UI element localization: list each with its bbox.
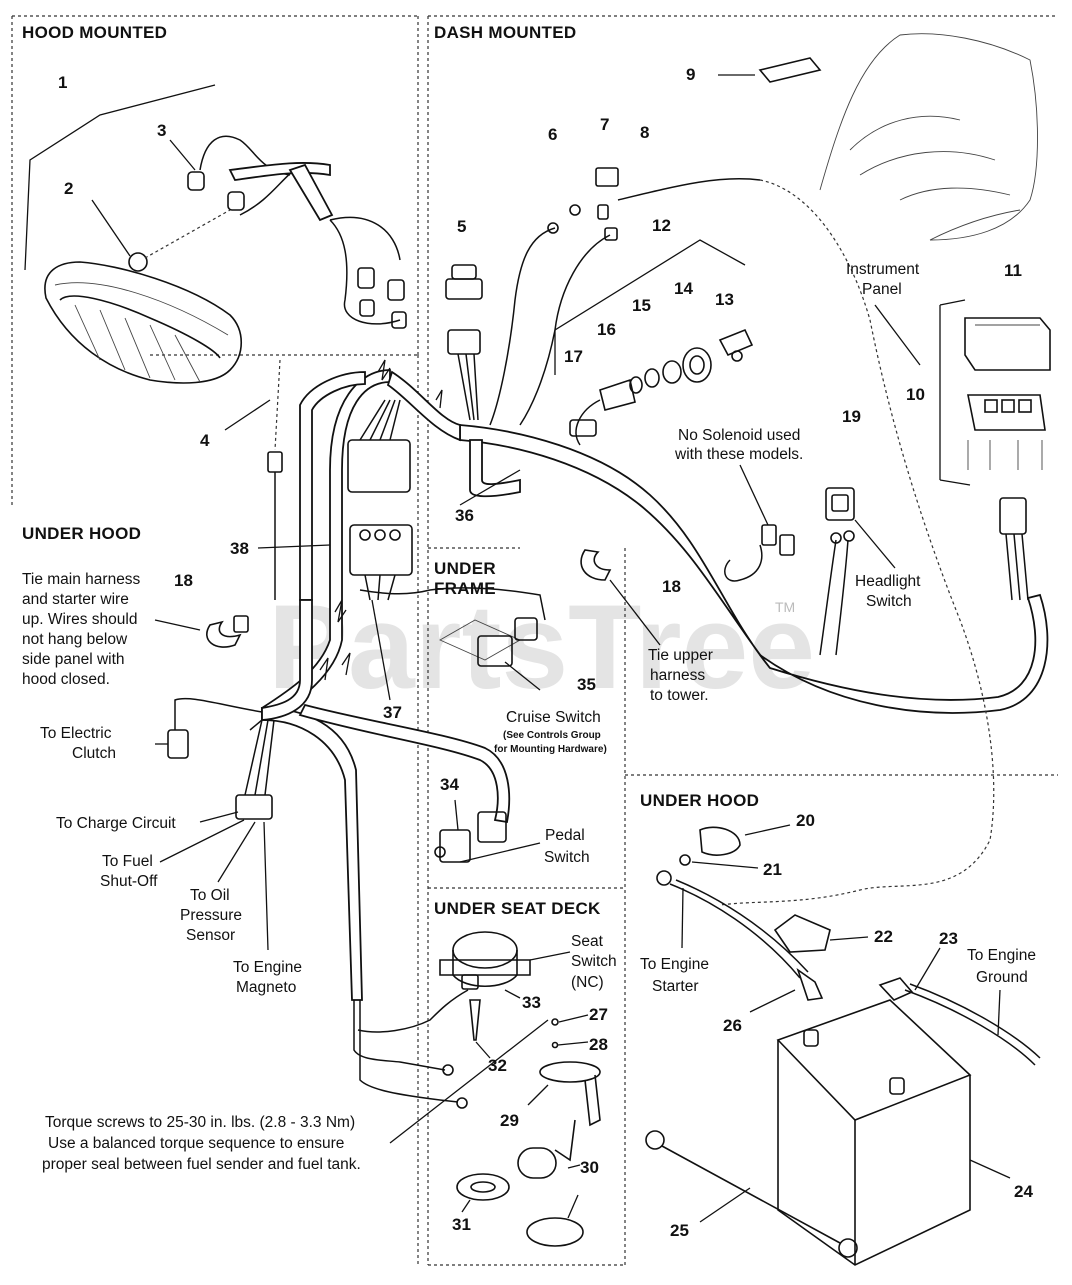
label-pedal-switch-2: Switch bbox=[544, 849, 590, 866]
label-oil-pressure-2: Pressure bbox=[180, 907, 242, 924]
callout-16: 16 bbox=[597, 320, 616, 339]
callout-18-right: 18 bbox=[662, 577, 681, 596]
callout-15: 15 bbox=[632, 296, 651, 315]
callout-36: 36 bbox=[455, 506, 474, 525]
section-under-frame-1: UNDER bbox=[434, 559, 496, 578]
callout-21: 21 bbox=[763, 860, 782, 879]
callout-13: 13 bbox=[715, 290, 734, 309]
label-fuel-shutoff-1: To Fuel bbox=[102, 853, 153, 870]
main-harness bbox=[260, 369, 1049, 1001]
label-engine-ground-1: To Engine bbox=[967, 947, 1036, 964]
callout-28: 28 bbox=[589, 1035, 608, 1054]
label-no-solenoid-2: with these models. bbox=[674, 446, 803, 463]
label-engine-starter-2: Starter bbox=[652, 978, 699, 995]
label-seat-switch-2: Switch bbox=[571, 953, 617, 970]
callout-35: 35 bbox=[577, 675, 596, 694]
label-torque-1: Torque screws to 25-30 in. lbs. (2.8 - 3… bbox=[45, 1114, 355, 1131]
callout-4: 4 bbox=[200, 431, 210, 450]
label-tie-main-4: not hang below bbox=[22, 631, 128, 648]
label-tie-main-6: hood closed. bbox=[22, 671, 110, 688]
callout-11: 11 bbox=[1004, 261, 1022, 280]
callout-32: 32 bbox=[488, 1056, 507, 1075]
callout-22: 22 bbox=[874, 927, 893, 946]
callout-38: 38 bbox=[230, 539, 249, 558]
callout-12: 12 bbox=[652, 216, 671, 235]
hood-mounted-parts bbox=[24, 84, 407, 600]
section-under-hood-right: UNDER HOOD bbox=[640, 791, 759, 810]
callout-10: 10 bbox=[906, 385, 925, 404]
label-tie-main-1: Tie main harness bbox=[22, 571, 141, 588]
callout-6: 6 bbox=[548, 125, 557, 144]
label-charge-circuit: To Charge Circuit bbox=[56, 815, 176, 832]
callout-9: 9 bbox=[686, 65, 695, 84]
callout-19: 19 bbox=[842, 407, 861, 426]
label-electric-clutch-2: Clutch bbox=[72, 745, 116, 762]
under-seat-deck-parts bbox=[353, 931, 601, 1247]
callout-27: 27 bbox=[589, 1005, 608, 1024]
label-no-solenoid-1: No Solenoid used bbox=[678, 427, 800, 444]
callout-33: 33 bbox=[522, 993, 541, 1012]
section-borders bbox=[11, 15, 1058, 1266]
under-hood-right-parts bbox=[645, 824, 1041, 1266]
callout-29: 29 bbox=[500, 1111, 519, 1130]
label-fuel-shutoff-2: Shut-Off bbox=[100, 873, 158, 890]
label-instrument-panel-2: Panel bbox=[862, 281, 902, 298]
watermark-tm: TM bbox=[775, 599, 795, 615]
label-cruise-1: Cruise Switch bbox=[506, 709, 601, 726]
label-oil-pressure-3: Sensor bbox=[186, 927, 235, 944]
label-engine-starter-1: To Engine bbox=[640, 956, 709, 973]
callout-30: 30 bbox=[580, 1158, 599, 1177]
label-engine-magneto-1: To Engine bbox=[233, 959, 302, 976]
label-cruise-3: for Mounting Hardware) bbox=[494, 744, 607, 755]
under-hood-left-parts bbox=[155, 617, 541, 951]
callout-34: 34 bbox=[440, 775, 459, 794]
section-dash-mounted: DASH MOUNTED bbox=[434, 23, 576, 42]
label-headlight-1: Headlight bbox=[855, 573, 921, 590]
label-tie-upper-3: to tower. bbox=[650, 687, 709, 704]
label-headlight-2: Switch bbox=[866, 593, 912, 610]
annotation-labels: Instrument Panel No Solenoid used with t… bbox=[22, 261, 1036, 1173]
label-torque-2: Use a balanced torque sequence to ensure bbox=[48, 1135, 344, 1152]
callout-numbers: 1 2 3 4 5 6 7 8 9 10 11 12 13 14 15 16 1… bbox=[58, 65, 1033, 1240]
callout-7: 7 bbox=[600, 115, 609, 134]
callout-37: 37 bbox=[383, 703, 402, 722]
label-tie-main-5: side panel with bbox=[22, 651, 125, 668]
label-pedal-switch-1: Pedal bbox=[545, 827, 585, 844]
label-tie-upper-2: harness bbox=[650, 667, 705, 684]
callout-17: 17 bbox=[564, 347, 583, 366]
callout-2: 2 bbox=[64, 179, 73, 198]
section-under-hood-left: UNDER HOOD bbox=[22, 524, 141, 543]
label-engine-ground-2: Ground bbox=[976, 969, 1028, 986]
label-electric-clutch-1: To Electric bbox=[40, 725, 112, 742]
callout-26: 26 bbox=[723, 1016, 742, 1035]
label-seat-switch-1: Seat bbox=[571, 933, 604, 950]
label-seat-switch-3: (NC) bbox=[571, 974, 604, 991]
label-torque-3: proper seal between fuel sender and fuel… bbox=[42, 1156, 361, 1173]
callout-1: 1 bbox=[58, 73, 67, 92]
callout-8: 8 bbox=[640, 123, 649, 142]
label-engine-magneto-2: Magneto bbox=[236, 979, 296, 996]
callout-25: 25 bbox=[670, 1221, 689, 1240]
section-hood-mounted: HOOD MOUNTED bbox=[22, 23, 167, 42]
label-oil-pressure-1: To Oil bbox=[190, 887, 230, 904]
cut-marks bbox=[319, 359, 443, 681]
callout-3: 3 bbox=[157, 121, 166, 140]
label-instrument-panel-1: Instrument bbox=[846, 261, 920, 278]
callout-14: 14 bbox=[674, 279, 693, 298]
label-tie-main-2: and starter wire bbox=[22, 591, 129, 608]
label-cruise-2: (See Controls Group bbox=[503, 730, 601, 741]
callout-31: 31 bbox=[452, 1215, 471, 1234]
callout-23: 23 bbox=[939, 929, 958, 948]
label-tie-upper-1: Tie upper bbox=[648, 647, 713, 664]
callout-24: 24 bbox=[1014, 1182, 1033, 1201]
callout-5: 5 bbox=[457, 217, 466, 236]
dash-mounted-parts bbox=[206, 33, 1051, 906]
callout-20: 20 bbox=[796, 811, 815, 830]
label-tie-main-3: up. Wires should bbox=[22, 611, 137, 628]
section-under-seat-deck: UNDER SEAT DECK bbox=[434, 899, 601, 918]
callout-18-left: 18 bbox=[174, 571, 193, 590]
